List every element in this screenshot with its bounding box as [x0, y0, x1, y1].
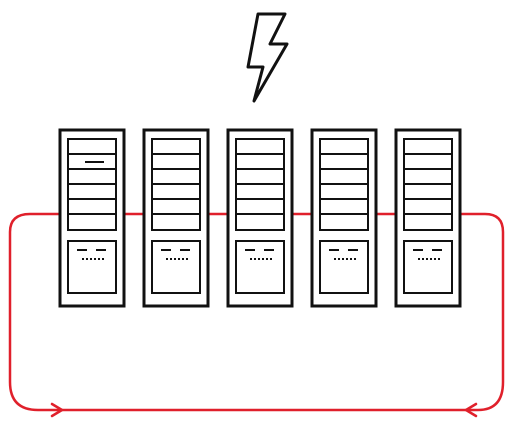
server-outline — [58, 128, 126, 308]
server-lower-panel — [151, 240, 201, 294]
server-outline — [226, 128, 294, 308]
red-loop — [8, 212, 505, 418]
server-rack-icon — [310, 128, 378, 308]
power-icon — [246, 12, 289, 103]
server-outline — [394, 128, 462, 308]
server-lower-panel — [235, 240, 285, 294]
server-rack-icon — [142, 128, 210, 308]
server-rack-icon — [58, 128, 126, 308]
server-rack-icon — [226, 128, 294, 308]
server-lower-panel — [319, 240, 369, 294]
server-row — [58, 128, 462, 308]
server-lower-panel — [403, 240, 453, 294]
server-rack-icon — [394, 128, 462, 308]
left-arrow-icon — [50, 402, 64, 418]
server-lower-panel — [67, 240, 117, 294]
loop-path — [8, 212, 505, 412]
lightning-bolt-icon — [246, 12, 289, 103]
right-arrow-icon — [464, 402, 478, 418]
server-outline — [142, 128, 210, 308]
server-outline — [310, 128, 378, 308]
